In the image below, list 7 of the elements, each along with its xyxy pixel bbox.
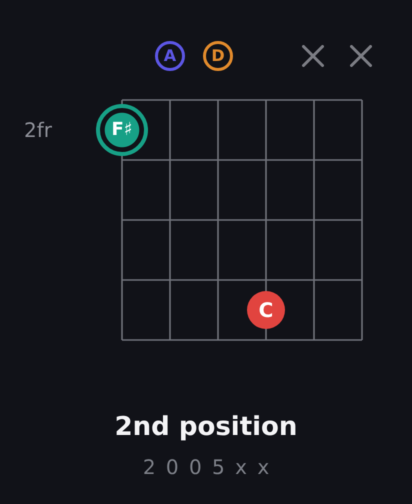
fingering-caption: 2 0 0 5 x x bbox=[142, 455, 272, 479]
finger-dot: C bbox=[247, 291, 285, 329]
fret-number: 2fr bbox=[24, 118, 52, 142]
open-string-marker: A bbox=[155, 41, 185, 71]
open-string-marker: D bbox=[203, 41, 233, 71]
root-note-dot: F♯ bbox=[96, 104, 148, 156]
chord-title: 2nd position bbox=[114, 412, 298, 444]
